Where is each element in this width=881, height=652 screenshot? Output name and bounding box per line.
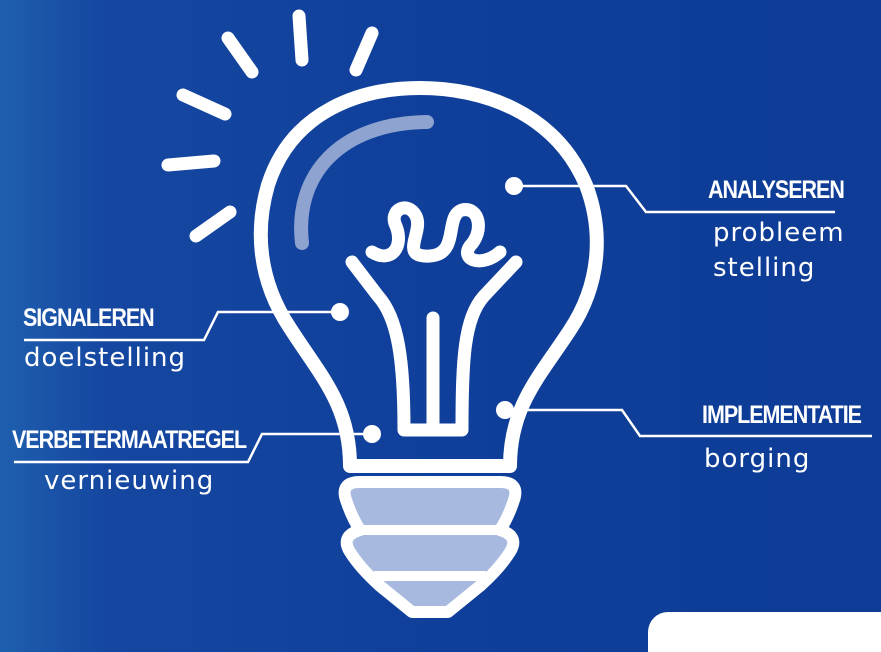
connector-analyseren — [514, 184, 835, 214]
dot-verbeter — [363, 425, 381, 443]
dot-signaleren — [331, 303, 349, 321]
connector-dots — [331, 177, 523, 443]
dot-analyseren — [505, 177, 523, 195]
ray-4 — [176, 88, 232, 121]
connector-implementatie — [505, 408, 872, 438]
bulb-glass — [253, 81, 604, 473]
ray-1 — [292, 9, 309, 67]
label-signaleren-title: SIGNALEREN — [23, 304, 155, 332]
label-analyseren-title: ANALYSEREN — [708, 176, 845, 204]
bulb-highlight — [294, 115, 434, 250]
filament-coils — [365, 201, 507, 268]
connector-verbeter — [14, 432, 372, 464]
dot-implementatie — [496, 401, 514, 419]
label-signaleren-sub: doelstelling — [24, 343, 187, 373]
light-rays — [161, 9, 379, 243]
label-verbeter-sub: vernieuwing — [44, 466, 215, 496]
ray-3 — [349, 26, 379, 77]
ray-6 — [189, 205, 237, 243]
label-analyseren-sub1: probleem — [713, 218, 845, 248]
lightbulb-diagram — [14, 9, 872, 618]
bulb-base — [338, 476, 522, 618]
label-implementatie-sub: borging — [704, 444, 811, 474]
corner-tab — [648, 612, 881, 652]
label-verbeter-title: VERBETERMAATREGEL — [12, 426, 247, 454]
label-analyseren-sub2: stelling — [713, 253, 816, 283]
connectors — [14, 184, 872, 464]
ray-5 — [161, 154, 221, 172]
connector-signaleren — [24, 310, 340, 342]
ray-2 — [221, 31, 259, 79]
label-implementatie-title: IMPLEMENTATIE — [702, 401, 862, 429]
base-fill — [338, 476, 522, 618]
filament — [345, 201, 523, 437]
